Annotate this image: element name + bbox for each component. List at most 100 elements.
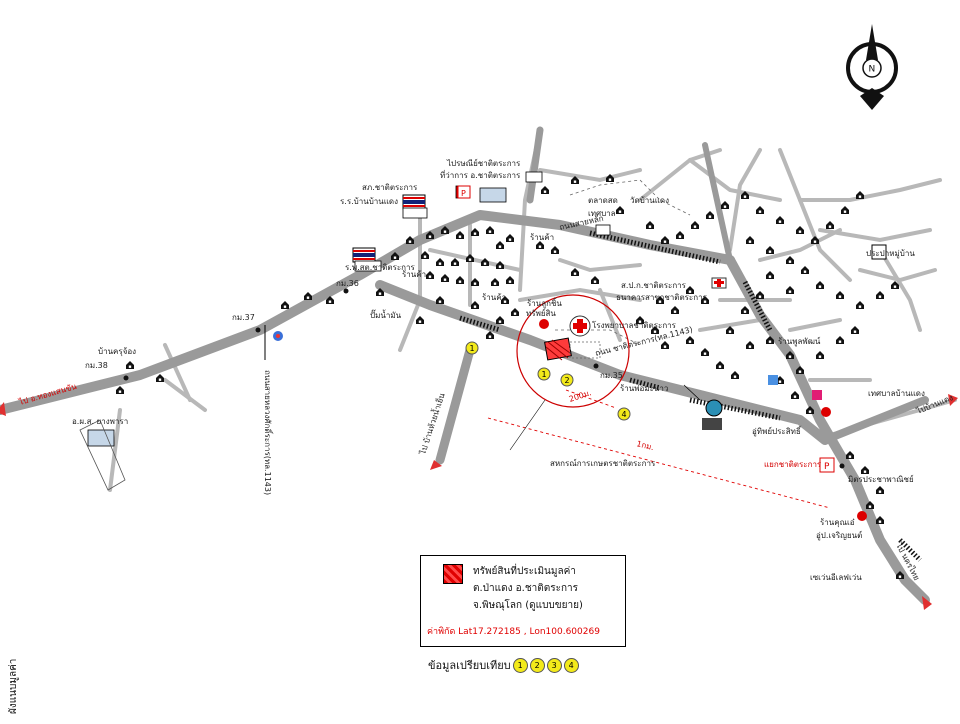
house-marker xyxy=(846,451,854,459)
subject-property xyxy=(544,337,601,361)
house-marker xyxy=(591,276,599,284)
house-markers xyxy=(116,174,904,579)
house-marker xyxy=(326,296,334,304)
house-marker xyxy=(606,174,614,182)
legend-province: จ.พิษณุโลก (ดูแบบขยาย) xyxy=(473,600,583,611)
house-marker xyxy=(786,351,794,359)
house-marker xyxy=(816,281,824,289)
house-marker xyxy=(856,301,864,309)
main-roads xyxy=(0,126,930,605)
house-marker xyxy=(471,301,479,309)
house-marker xyxy=(466,254,474,262)
house-marker xyxy=(421,251,429,259)
house-marker xyxy=(716,361,724,369)
house-marker xyxy=(686,286,694,294)
label-wat-ban-daeng: วัดบ้านแดง xyxy=(630,196,669,205)
house-marker xyxy=(746,236,754,244)
label-bank: ธนาคารสาขาชาติตระการ xyxy=(616,293,708,302)
house-marker xyxy=(506,234,514,242)
house-marker xyxy=(891,281,899,289)
label-agri-coop: ส.ป.ก.ชาติตระการ xyxy=(621,281,687,290)
land-outline xyxy=(79,419,126,491)
house-marker xyxy=(511,308,519,316)
label-highway-vertical: ถนนสายหลวงศักดิ์ระการ(ทล.1143) xyxy=(263,370,274,495)
house-marker xyxy=(304,292,312,300)
house-marker xyxy=(126,361,134,369)
label-mitr: มิตรประชาพาณิชย์ xyxy=(848,474,914,484)
label-garage: อู่ป.เจริญยนต์ xyxy=(816,530,862,541)
house-marker xyxy=(116,386,124,394)
house-marker xyxy=(741,191,749,199)
label-hospital: โรงพยาบาลชาติตระการ xyxy=(592,320,677,330)
legend-property-swatch xyxy=(443,564,463,584)
house-marker xyxy=(756,291,764,299)
comparison-marker-2: 2 xyxy=(560,373,574,387)
legend-title: ทรัพย์สินที่ประเมินมูลค่า xyxy=(473,566,576,577)
comparison-pin-1: 1 xyxy=(512,657,528,673)
house-marker xyxy=(836,291,844,299)
label-km36: กม.36 xyxy=(336,279,359,288)
house-marker xyxy=(756,206,764,214)
house-marker xyxy=(876,516,884,524)
house-marker xyxy=(651,326,659,334)
label-shop-3: ร้านค้า xyxy=(482,293,506,302)
house-marker xyxy=(861,466,869,474)
label-agri-market: สหกรณ์การเกษตรชาติตระการ xyxy=(550,458,656,468)
house-marker xyxy=(426,271,434,279)
house-marker xyxy=(741,306,749,314)
comparison-marker-1: 1 1 xyxy=(465,341,551,381)
house-marker xyxy=(491,278,499,286)
house-marker xyxy=(806,406,814,414)
label-km38: กม.38 xyxy=(85,361,108,370)
minor-roads xyxy=(108,128,957,492)
house-marker xyxy=(856,191,864,199)
house-marker xyxy=(571,268,579,276)
misc-icons: P P xyxy=(273,185,887,521)
label-temple-school: ร.ร.บ้านบ้านแดง xyxy=(340,197,398,206)
label-ban-daeng-shop: ร้านลูกชิ้น xyxy=(527,297,562,309)
house-marker xyxy=(796,226,804,234)
house-marker xyxy=(721,201,729,209)
house-marker xyxy=(456,276,464,284)
house-marker xyxy=(571,176,579,184)
house-marker xyxy=(776,216,784,224)
label-dist-200: 200ม. xyxy=(568,388,593,404)
house-marker xyxy=(551,246,559,254)
credit-strip: ผังแนบมูลค่า xyxy=(8,659,19,714)
distance-lines xyxy=(487,389,831,509)
house-marker xyxy=(661,341,669,349)
road-arrows xyxy=(0,394,958,610)
label-shop-2: ร้านค้า xyxy=(402,270,426,279)
label-municipality: เทศบาลบ้านแดง xyxy=(868,389,925,398)
svg-text:2: 2 xyxy=(565,376,570,385)
house-marker xyxy=(646,221,654,229)
house-marker xyxy=(436,258,444,266)
svg-text:P: P xyxy=(461,189,466,198)
house-marker xyxy=(156,374,164,382)
label-seven: เซเว่นอีเลฟเว่น xyxy=(810,573,862,582)
house-marker xyxy=(836,336,844,344)
house-marker xyxy=(701,296,709,304)
house-marker xyxy=(746,341,754,349)
comparison-pin-3: 3 xyxy=(546,657,562,673)
label-market: ตลาดสด xyxy=(588,196,618,205)
label-gas-station: ปั๊มน้ำมัน xyxy=(370,309,402,320)
house-marker xyxy=(471,228,479,236)
house-marker xyxy=(796,366,804,374)
label-shop-sw: ร้านคุณเอ๋ xyxy=(820,518,855,527)
house-marker xyxy=(661,236,669,244)
house-marker xyxy=(441,274,449,282)
house-marker xyxy=(851,326,859,334)
km-posts xyxy=(123,288,845,469)
label-ban-khrung-chong: บ้านครุจ้อง xyxy=(98,347,136,356)
house-marker xyxy=(671,306,679,314)
house-marker xyxy=(616,206,624,214)
label-chat-ban-daeng: แยกชาติตระการ xyxy=(764,460,822,469)
credit-text: ผังแนบมูลค่า xyxy=(8,659,19,714)
label-shop-east-1: ร้านพูลพัฒน์ xyxy=(778,336,821,347)
house-marker xyxy=(811,236,819,244)
house-marker xyxy=(766,336,774,344)
house-marker xyxy=(541,186,549,194)
svg-text:4: 4 xyxy=(622,410,627,419)
